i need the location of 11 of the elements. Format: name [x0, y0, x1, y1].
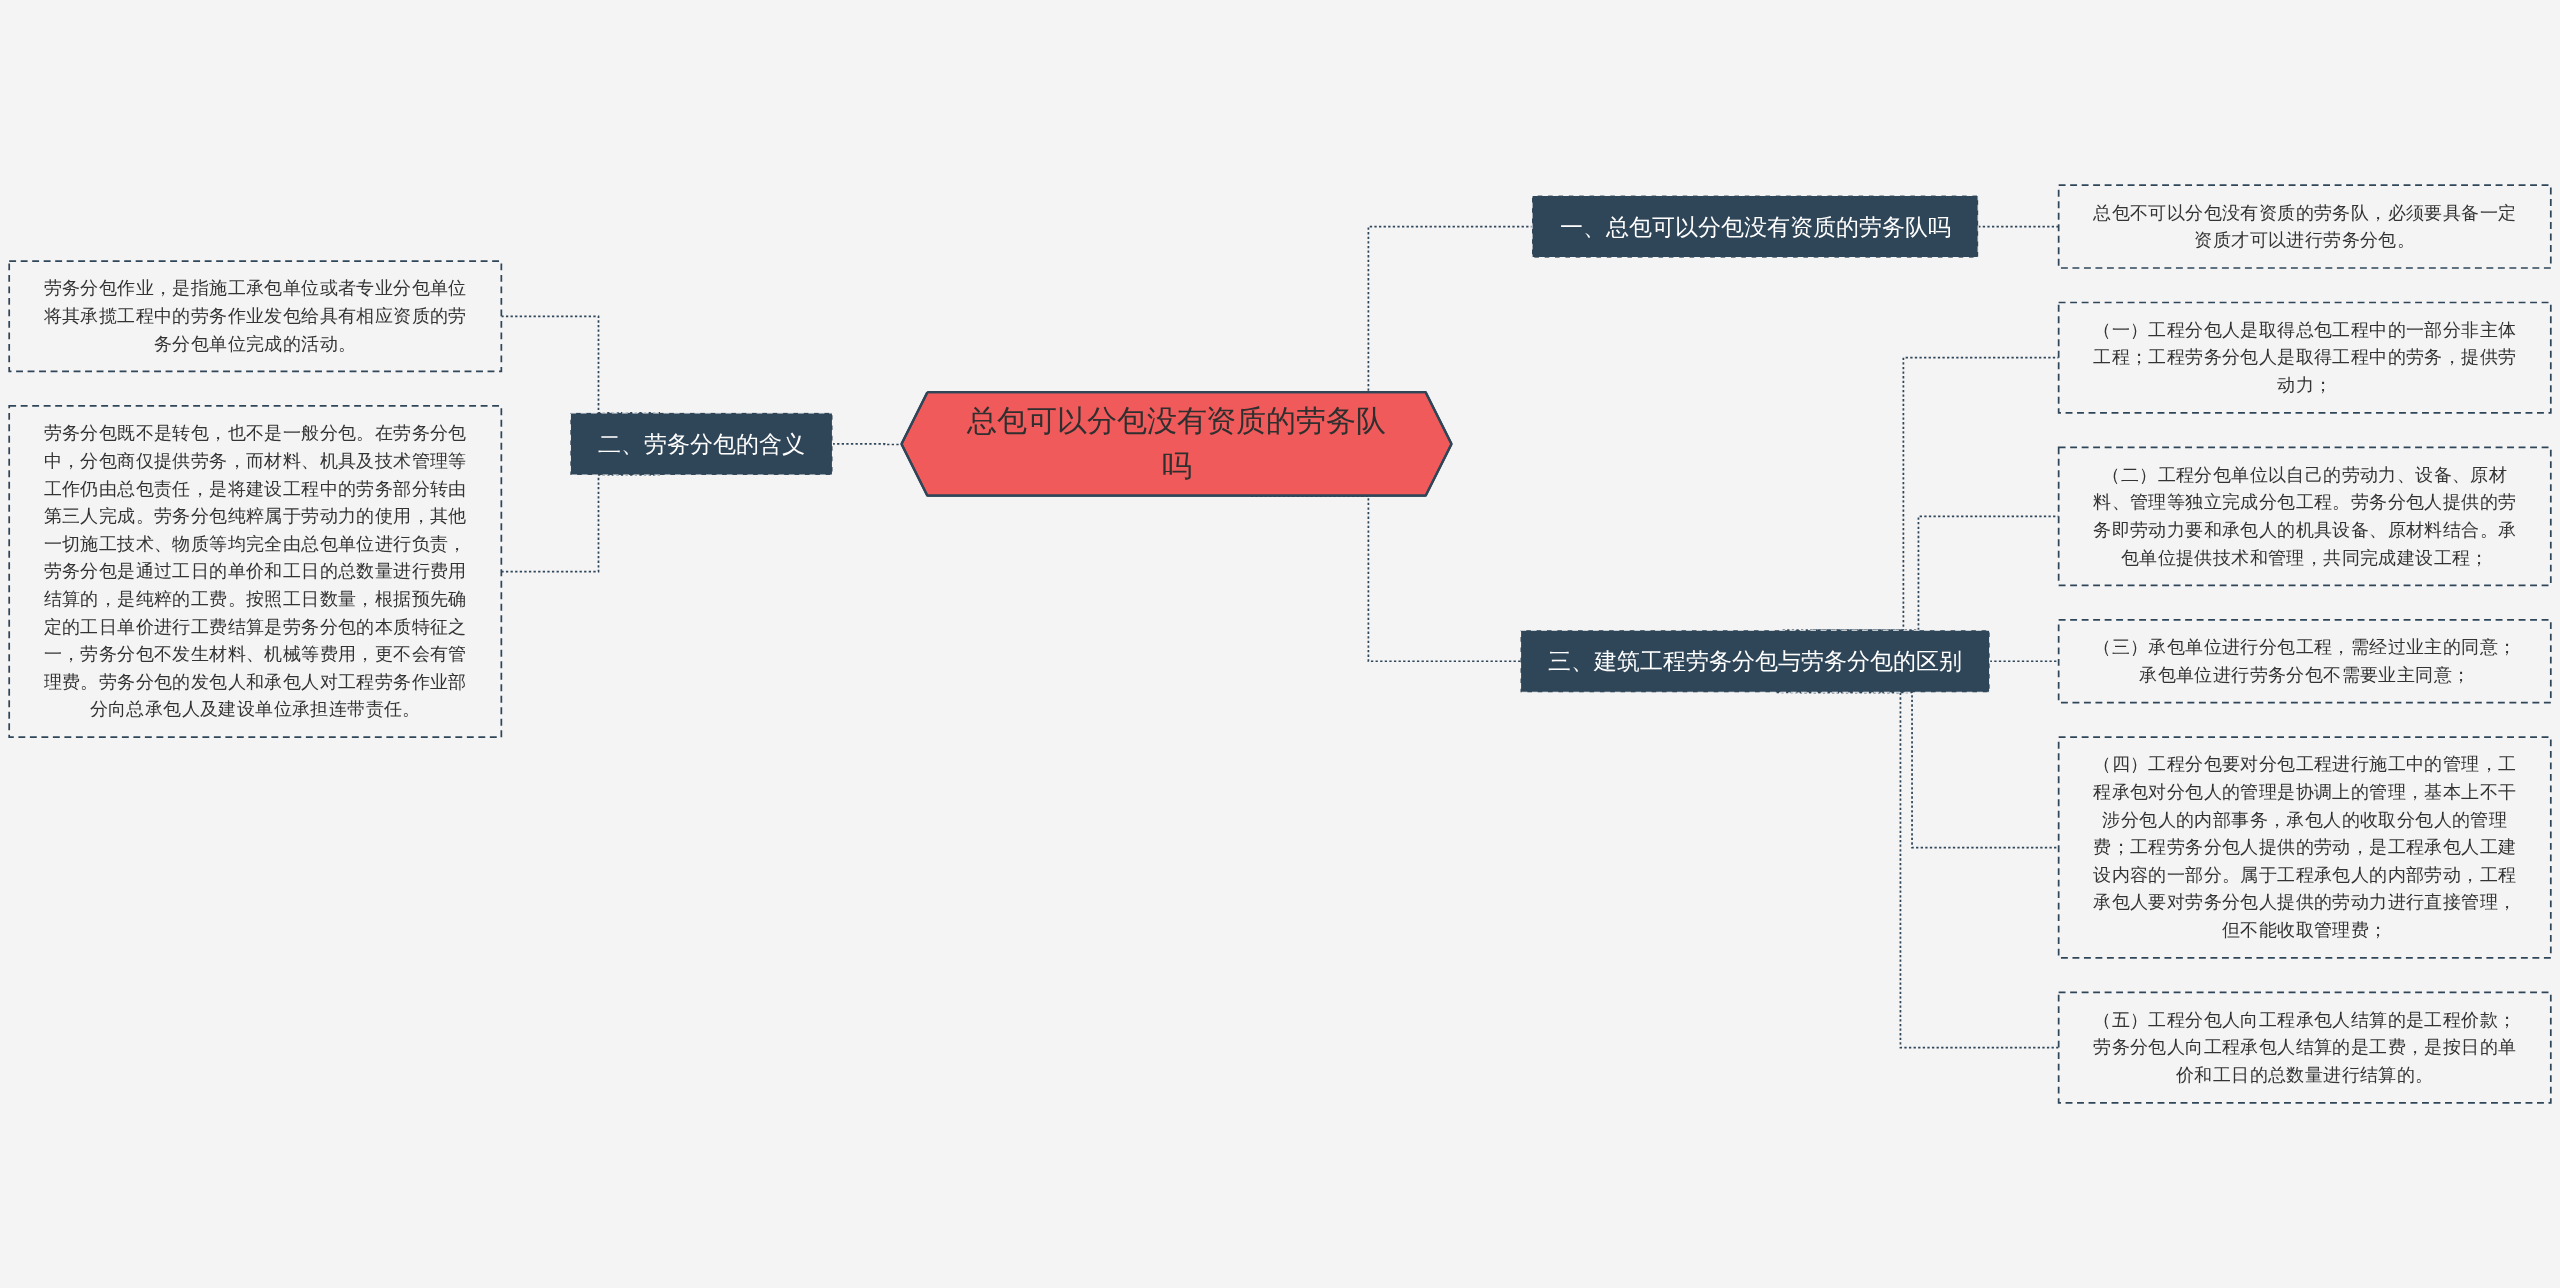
node-box: 劳务分包既不是转包，也不是一般分包。在劳务分包中，分包商仅提供劳务，而材料、机具及技术管理等工作仍由总包责任，是将建设工程中的劳务部分转由第三人完成。劳务分包纯粹属于劳动力的使用，其他一切施工技术、物质等均完全由总包单位进行负责，劳务分包是通过工日的单价和工日的总数量进行费用结算的，是纯粹的工费。按照工日数量，根据预先确定的工日单价进行工费结算是劳务分包的本质特征之一，劳务分包不发生材料、机械等费用，更不会有管理费。劳务分包的发包人和承包人对工程劳务作业部分向总承包人及建设单位承担连带责任。: [8, 405, 503, 738]
node-box: 二、劳务分包的含义: [569, 412, 834, 476]
node-box: 劳务分包作业，是指施工承包单位或者专业分包单位将其承揽工程中的劳务作业发包给具有相应资质的劳务分包单位完成的活动。: [8, 260, 503, 373]
node-box: （四）工程分包要对分包工程进行施工中的管理，工程承包对分包人的管理是协调上的管理，基本上不干涉分包人的内部事务，承包人的收取分包人的管理费；工程劳务分包人提供的劳动，是工程承包人工建设内容的一部分。属于工程承包人的内部劳动，工程承包人要对劳务分包人提供的劳动力进行直接管理，但不能收取管理费；: [2057, 736, 2552, 959]
node-box: （五）工程分包人向工程承包人结算的是工程价款；劳务分包人向工程承包人结算的是工费，是按日的单价和工日的总数量进行结算的。: [2057, 991, 2552, 1104]
node-box: （二）工程分包单位以自己的劳动力、设备、原材料、管理等独立完成分包工程。劳务分包人提供的劳务即劳动力要和承包人的机具设备、原材料结合。承包单位提供技术和管理，共同完成建设工程；: [2057, 446, 2552, 587]
node-box: （三）承包单位进行分包工程，需经过业主的同意；承包单位进行劳务分包不需要业主同意；: [2057, 619, 2552, 704]
node-box: 一、总包可以分包没有资质的劳务队吗: [1531, 194, 1979, 259]
node-box: 三、建筑工程劳务分包与劳务分包的区别: [1519, 629, 1991, 693]
node-box: 总包不可以分包没有资质的劳务队，必须要具备一定资质才可以进行劳务分包。: [2057, 184, 2552, 269]
node-box: （一）工程分包人是取得总包工程中的一部分非主体工程；工程劳务分包人是取得工程中的劳务，提供劳动力；: [2057, 301, 2552, 414]
